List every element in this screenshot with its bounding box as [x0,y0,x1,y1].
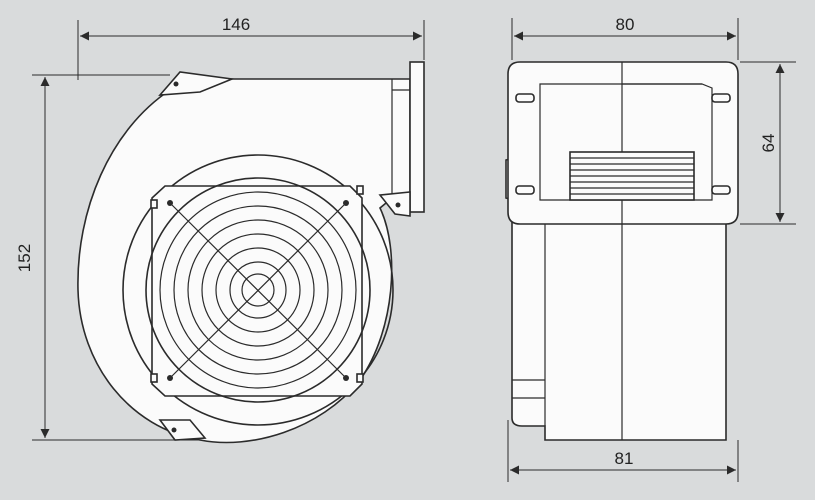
bolt-icon [167,200,173,206]
bolt-icon [343,200,349,206]
inlet-outer-ring [122,154,394,426]
mount-tab-bottom [158,419,207,441]
dimension-lines [32,18,796,482]
dim-label-152: 152 [15,244,34,272]
grille-strut [169,202,347,379]
dim-label-81: 81 [615,449,634,468]
dim-label-80: 80 [616,15,635,34]
grille-rings [159,191,357,389]
fan-vanes [569,151,695,201]
side-housing [511,221,727,441]
dim-label-64: 64 [759,134,778,153]
mount-tab-top [158,71,236,96]
bolt-icon [167,375,173,381]
outlet-flange [409,61,425,213]
side-view [505,61,739,441]
bolt-icon [343,375,349,381]
mount-tab-right [378,191,411,217]
dim-label-146: 146 [222,15,250,34]
front-view [77,61,425,444]
